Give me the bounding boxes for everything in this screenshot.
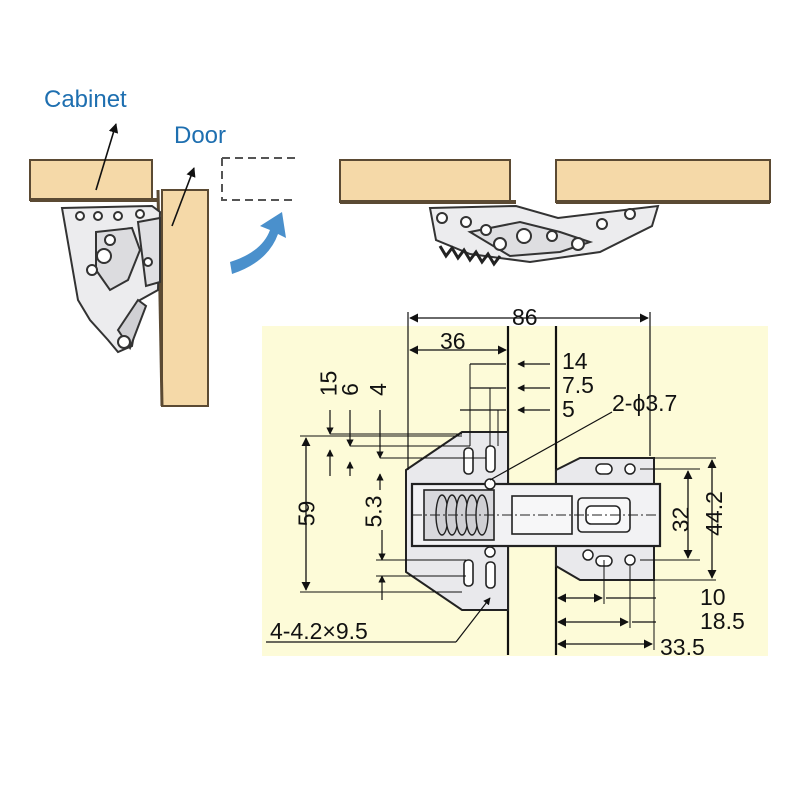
closed-hinge-view [29, 123, 296, 407]
open-door-panel [555, 159, 771, 203]
spring-coil [438, 245, 502, 267]
folded-hinge [60, 204, 162, 354]
cabinet-label: Cabinet [44, 86, 127, 113]
door-callout-line [171, 167, 196, 227]
cabinet-callout-line [95, 123, 119, 191]
open-cabinet-panel [339, 159, 511, 203]
open-hinge-view [339, 159, 771, 267]
dim-18-5: 18.5 [700, 608, 745, 634]
hole-spec: 2-ϕ3.7 [612, 390, 678, 416]
dim-14: 14 [562, 348, 588, 374]
hole [484, 546, 496, 558]
dimension-drawing [262, 312, 768, 656]
dim-5: 5 [562, 396, 575, 422]
mounting-slots [463, 445, 496, 589]
dim-32: 32 [667, 506, 694, 533]
coil-spring [435, 494, 489, 536]
dim-10: 10 [700, 584, 726, 610]
door-panel [161, 189, 209, 407]
door-label: Door [174, 122, 227, 149]
dim-4: 4 [364, 383, 391, 396]
dim-44-2: 44.2 [700, 491, 727, 536]
slot-spec: 4-4.2×9.5 [270, 618, 368, 644]
open-hinge [428, 204, 660, 264]
rotation-arrow [230, 212, 286, 274]
dim-86: 86 [512, 304, 538, 330]
dim-33-5: 33.5 [660, 634, 705, 660]
dim-6: 6 [336, 383, 363, 396]
cabinet-panel [29, 159, 153, 201]
dim-7-5: 7.5 [562, 372, 594, 398]
open-position-outline [221, 157, 296, 201]
hole [484, 478, 496, 490]
dim-5-3: 5.3 [360, 495, 387, 528]
dim-59: 59 [293, 500, 320, 527]
dim-36: 36 [440, 328, 466, 354]
